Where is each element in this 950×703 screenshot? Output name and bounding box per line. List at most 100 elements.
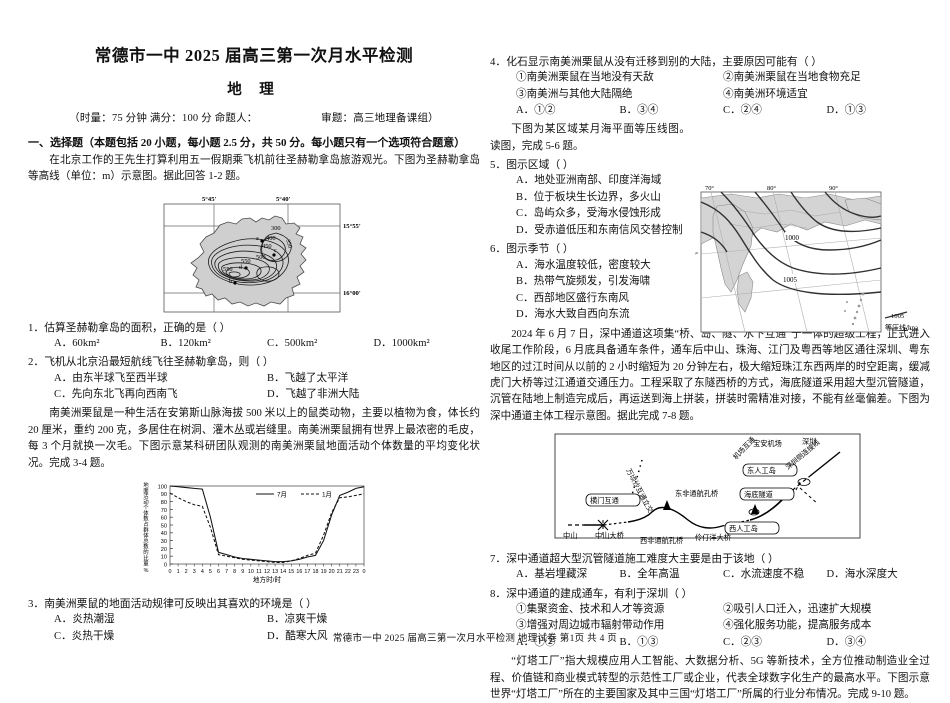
option-c[interactable]: C．②③ xyxy=(723,636,762,648)
svg-text:11: 11 xyxy=(256,569,262,575)
exam-page: 常德市一中 2025 届高三第一次月水平检测 地 理 （时量：75 分钟 满分：… xyxy=(28,0,930,700)
svg-text:b: b xyxy=(229,279,232,285)
svg-text:15: 15 xyxy=(288,569,294,575)
option-a[interactable]: A．①② xyxy=(516,636,556,648)
svg-text:5°45': 5°45' xyxy=(202,196,217,203)
page-title: 常德市一中 2025 届高三第一次月水平检测 xyxy=(94,46,414,65)
option-a[interactable]: A．由东半球飞至西半球 xyxy=(54,372,168,384)
svg-text:300: 300 xyxy=(271,225,281,232)
option-a[interactable]: A．60km² xyxy=(54,338,100,349)
option-d[interactable]: D．受赤道低压和东南信风交替控制 xyxy=(516,224,683,236)
question-7-options: A．基岩埋藏深 B．全年高温 C．水流速度不稳 D．海水深度大 xyxy=(490,567,930,583)
option-d[interactable]: D．海水深度大 xyxy=(826,569,898,581)
svg-text:比: 比 xyxy=(143,554,149,562)
option-b[interactable]: B．热带气旋频发，引发海啸 xyxy=(516,276,651,288)
question-1-options: A．60km² B．120km² C．500km² D．1000km² xyxy=(28,336,480,352)
option-c[interactable]: C．500km² xyxy=(267,338,318,349)
svg-text:1000: 1000 xyxy=(785,234,800,242)
svg-text:20: 20 xyxy=(329,569,335,575)
option-c[interactable]: C．水流速度不稳 xyxy=(723,569,805,581)
passage-4: 2024 年 6 月 7 日，深中通道这项集“桥、岛、隧、水下互通”于一体的超级… xyxy=(490,328,930,422)
question-4-options: A．①② B．③④ C．②④ D．①③ xyxy=(490,103,930,119)
numbered-1: ①集聚资金、技术和人才等资源 xyxy=(516,603,665,615)
option-a[interactable]: A．基岩埋藏深 xyxy=(516,569,588,581)
option-b[interactable]: B．③④ xyxy=(619,105,659,116)
passage-1: 在北京工作的王先生打算利用五一假期乘飞机前往圣赫勒拿岛旅游观光。下图为圣赫勒拿岛… xyxy=(28,155,480,183)
numbered-2: ②吸引人口迁入，迅速扩大规模 xyxy=(723,603,872,615)
svg-text:18: 18 xyxy=(313,569,319,575)
left-column: 常德市一中 2025 届高三第一次月水平检测 地 理 （时量：75 分钟 满分：… xyxy=(28,0,480,645)
svg-text:500: 500 xyxy=(256,254,266,261)
svg-text:3: 3 xyxy=(193,569,196,575)
option-d[interactable]: D．海水大致自西向东流 xyxy=(516,309,630,321)
question-7: 7．深中通道超大型沉管隧道施工难度大主要是由于该地（ ） A．基岩埋藏深 B．全… xyxy=(490,551,930,584)
svg-text:数: 数 xyxy=(143,543,149,551)
svg-text:550: 550 xyxy=(241,258,251,265)
svg-text:动: 动 xyxy=(143,499,149,506)
svg-text:16: 16 xyxy=(296,569,302,575)
option-a[interactable]: A．炎热潮湿 xyxy=(54,614,115,626)
figure-island-contour-map: a b c d 300 400 450 500 550 550 350 5°45… xyxy=(128,192,380,318)
option-a[interactable]: A．海水温度较低，密度较大 xyxy=(516,259,651,271)
option-b[interactable]: B．①③ xyxy=(619,636,659,648)
question-8: 8．深中通道的建成通车，有利于深圳（ ） ①集聚资金、技术和人才等资源 ②吸引人… xyxy=(490,586,930,651)
svg-text:70: 70 xyxy=(161,508,167,514)
svg-text:等压线/hpa: 等压线/hpa xyxy=(885,323,919,332)
svg-text:伶仃洋大桥: 伶仃洋大桥 xyxy=(695,533,731,542)
option-a[interactable]: A．①② xyxy=(516,105,556,116)
question-4-numbered-row1: ①南美洲栗鼠在当地没有天敌 ②南美洲栗鼠在当地食物充足 xyxy=(490,70,930,86)
option-b[interactable]: B．全年高温 xyxy=(619,569,680,581)
option-a[interactable]: A．地处亚洲南部、印度洋海域 xyxy=(516,175,662,187)
svg-text:2: 2 xyxy=(185,569,188,575)
option-d[interactable]: D．酷寒大风 xyxy=(267,630,328,642)
question-3-options-row2: C．炎热干燥 D．酷寒大风 xyxy=(28,629,480,645)
svg-text:宝安机场: 宝安机场 xyxy=(753,439,782,448)
svg-text:西人工岛: 西人工岛 xyxy=(729,524,758,533)
option-b[interactable]: B．120km² xyxy=(160,338,211,349)
option-c[interactable]: C．岛屿众多，受海水侵蚀形成 xyxy=(516,208,661,220)
option-c[interactable]: C．先向东北飞再向西南飞 xyxy=(54,389,178,400)
question-1: 1．估算圣赫勒拿岛的面积，正确的是（ ） A．60km² B．120km² C．… xyxy=(28,320,480,353)
svg-text:70°: 70° xyxy=(705,185,714,192)
option-c[interactable]: C．炎热干燥 xyxy=(54,630,115,642)
exam-meta-right: 审题：高三地理备课组） xyxy=(321,113,439,124)
figure-shenzhong-passage-diagram: 横门互通 西人工岛 海底隧道 东人工岛 中山 中山大桥 西非通航孔桥 伶仃洋大桥… xyxy=(500,430,920,548)
svg-text:1005: 1005 xyxy=(891,313,905,320)
numbered-3: ③南美洲与其他大陆隔绝 xyxy=(516,88,633,100)
svg-text:总: 总 xyxy=(143,537,149,545)
question-3-text: 3．南美洲栗鼠的地面活动规律可反映出其喜欢的环境是（ ） xyxy=(28,598,317,611)
passage-5: “灯塔工厂”指大规模应用人工智能、大数据分析、5G 等新技术，全方位推动制造业全… xyxy=(490,656,930,700)
question-5: 5．图示区域（ ） A．地处亚洲南部、印度洋海域 B．位于板块生长边界，多火山 … xyxy=(490,157,722,239)
svg-text:19: 19 xyxy=(321,569,327,575)
option-b[interactable]: B．凉爽干燥 xyxy=(267,614,328,626)
option-d[interactable]: D．①③ xyxy=(826,105,866,116)
passage-2: 南美洲栗鼠是一种生活在安第斯山脉海拔 500 米以上的鼠类动物，主要以植物为食，… xyxy=(28,408,480,469)
svg-text:西非通航孔桥: 西非通航孔桥 xyxy=(640,536,683,545)
svg-text:400: 400 xyxy=(266,235,276,242)
option-b[interactable]: B．位于板块生长边界，多火山 xyxy=(516,191,661,203)
svg-text:深圳: 深圳 xyxy=(802,437,816,446)
option-d[interactable]: D．③④ xyxy=(826,636,866,648)
svg-text:占: 占 xyxy=(143,520,148,528)
question-4-text: 4．化石显示南美洲栗鼠从没有迁移到别的大陆，主要原因可能有（ ） xyxy=(490,56,823,68)
question-4-numbered-row2: ③南美洲与其他大陆隔绝 ④南美洲环境适宜 xyxy=(490,87,930,103)
option-b[interactable]: B．飞越了太平洋 xyxy=(267,372,349,384)
svg-text:90: 90 xyxy=(161,492,167,498)
isobar-block: 下图为某区域某月海平面等压线图。读图，完成 5-6 题。 5．图示区域（ ） A… xyxy=(490,122,930,333)
svg-text:0: 0 xyxy=(363,569,366,575)
svg-text:群: 群 xyxy=(143,526,149,534)
svg-text:10: 10 xyxy=(248,569,254,575)
svg-text:地方时/时: 地方时/时 xyxy=(253,575,282,584)
option-c[interactable]: C．②④ xyxy=(723,105,762,116)
svg-text:重: 重 xyxy=(143,559,149,567)
svg-text:d: d xyxy=(239,265,242,271)
option-c[interactable]: C．西部地区盛行东南风 xyxy=(516,292,630,304)
svg-text:100: 100 xyxy=(158,484,167,490)
subject-title: 地 理 xyxy=(227,82,281,98)
option-d[interactable]: D．1000km² xyxy=(373,338,430,349)
svg-text:海底隧道: 海底隧道 xyxy=(744,490,773,499)
svg-text:14: 14 xyxy=(280,569,286,575)
svg-text:7: 7 xyxy=(225,569,228,575)
svg-text:450: 450 xyxy=(262,243,272,250)
option-d[interactable]: D．飞越了非洲大陆 xyxy=(267,389,360,400)
